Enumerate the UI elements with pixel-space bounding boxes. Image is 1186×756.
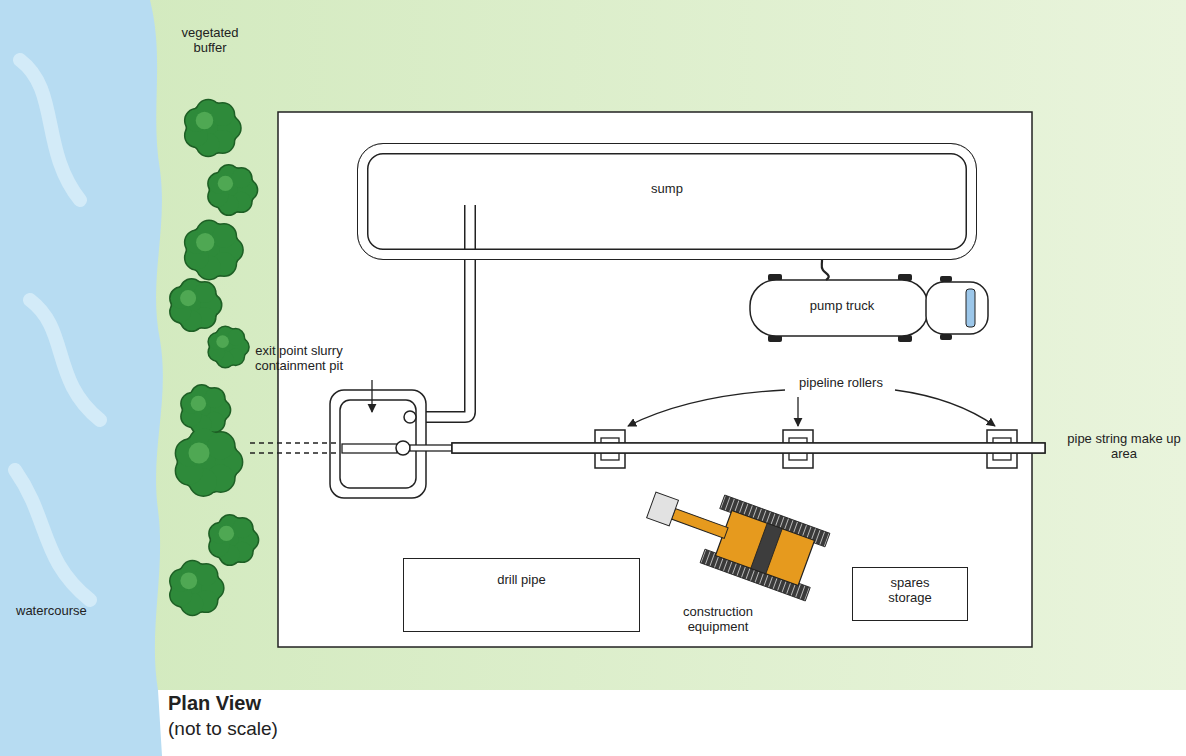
tree-highlight: [196, 233, 214, 251]
callout-label: construction equipment: [662, 605, 774, 635]
tree-canopy: [195, 564, 217, 586]
tree-canopy: [231, 168, 251, 188]
leader-arrow: [628, 390, 785, 426]
slurry-hose: [412, 205, 470, 417]
diagram-title: Plan View: [168, 692, 261, 715]
sump-pit: sump: [357, 143, 977, 260]
diagram-caption: (not to scale): [168, 718, 278, 740]
pipe-string: [452, 443, 1045, 453]
tree-canopy: [204, 388, 224, 408]
swivel: [410, 445, 452, 451]
tree-highlight: [180, 572, 197, 589]
callout-label: pipeline rollers: [785, 376, 897, 391]
storage-area: spares storage: [852, 567, 968, 621]
tree-highlight: [189, 443, 210, 464]
callout-label: exit point slurry containment pit: [236, 344, 362, 374]
pipe-string: [452, 443, 1045, 453]
work-area: [278, 112, 1032, 647]
tree-highlight: [180, 290, 196, 306]
hose-inlet: [404, 411, 416, 423]
drill-rod: [342, 444, 397, 453]
tree-outline: [194, 282, 215, 303]
hose-connector: [822, 260, 829, 280]
tree-canopy: [211, 103, 234, 126]
tree-canopy: [228, 329, 244, 345]
tree-outline: [228, 329, 244, 345]
pit-outline: [330, 390, 426, 498]
tree-outline: [212, 224, 235, 247]
callout-label: watercourse: [16, 604, 136, 619]
leader-arrow: [895, 390, 995, 426]
tree-outline: [211, 103, 234, 126]
storage-area: drill pipe: [403, 558, 640, 632]
node-text: sump: [651, 182, 683, 197]
pit-inner: [340, 400, 416, 488]
node-text: drill pipe: [497, 573, 545, 588]
ground: [140, 0, 1186, 690]
reamer-head: [396, 441, 410, 455]
bore-path: [250, 442, 340, 443]
tree-highlight: [216, 335, 229, 348]
tree-outline: [207, 433, 234, 460]
tree-highlight: [218, 176, 233, 191]
pump-truck: pump truck: [762, 283, 922, 333]
tree-highlight: [219, 526, 234, 541]
callout-label: pipe string make up area: [1066, 432, 1182, 462]
watercourse-band: [0, 0, 163, 756]
tree-canopy: [212, 224, 235, 247]
tree-outline: [204, 388, 224, 408]
bore-path: [250, 452, 340, 453]
node-text: pump truck: [810, 299, 874, 314]
leader-arrow: [371, 380, 372, 412]
tree-canopy: [232, 518, 252, 538]
tree-canopy: [207, 433, 234, 460]
excavator: [638, 473, 830, 601]
tree-group: [170, 100, 257, 615]
tree-outline: [232, 518, 252, 538]
pump-truck-illustration: [750, 274, 988, 342]
tree-highlight: [196, 112, 214, 130]
tree-outline: [195, 564, 217, 586]
callout-label: vegetated buffer: [165, 26, 255, 56]
tree-outline: [231, 168, 251, 188]
tree-highlight: [191, 396, 206, 411]
node-text: spares storage: [870, 576, 950, 606]
slurry-hose-fill: [412, 205, 470, 417]
water-ripple: [15, 60, 100, 600]
leader-arrow: [797, 397, 798, 426]
tree-canopy: [194, 282, 215, 303]
